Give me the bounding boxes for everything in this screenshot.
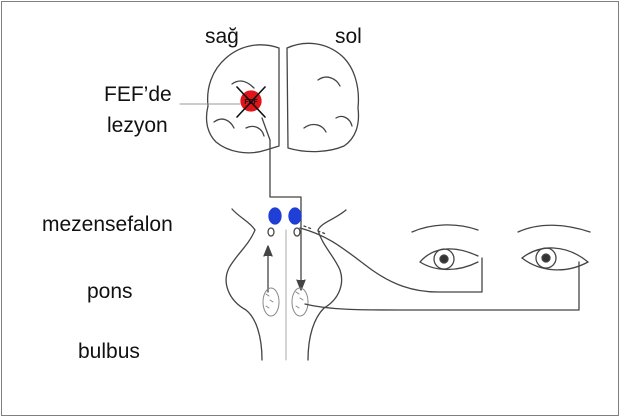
brainstem-outline-left — [225, 208, 263, 361]
right-eyebrow — [411, 224, 479, 233]
nerve-dash — [303, 225, 327, 235]
left-eye — [517, 224, 591, 271]
right-gyrus-3 — [245, 125, 265, 137]
left-gyrus-2 — [303, 123, 327, 133]
trochlear-small-left — [293, 227, 301, 237]
pontine-texture — [265, 291, 304, 309]
left-gyrus-1 — [317, 76, 341, 87]
lesion-cross-b — [236, 86, 266, 118]
fef-lesion-marker: FEF — [236, 86, 266, 118]
left-eyelid-upper — [521, 247, 589, 263]
fef-marker-text: FEF — [244, 99, 258, 106]
label-right-side: sağ — [205, 25, 239, 48]
pontine-center-right — [262, 287, 280, 317]
left-hemisphere — [286, 42, 360, 153]
label-medulla: bulbus — [78, 340, 140, 363]
brain-hemispheres — [205, 42, 360, 154]
right-iris — [433, 248, 455, 270]
ascending-arrowhead — [263, 245, 273, 257]
left-eyelid-lower — [521, 257, 589, 271]
label-left-side: sol — [335, 25, 362, 48]
pontine-gaze-centers — [262, 287, 309, 317]
trochlear-small-right — [267, 227, 275, 237]
right-hemisphere — [205, 44, 280, 154]
abducens-nerve — [304, 261, 580, 311]
right-pupil — [439, 254, 449, 264]
pathway-arrowhead — [296, 279, 306, 291]
left-gyrus-3 — [335, 115, 353, 127]
right-eyelid-lower — [419, 261, 479, 271]
left-iris — [535, 247, 557, 269]
oculomotor-nucleus-left — [288, 207, 302, 225]
label-pons: pons — [87, 280, 133, 303]
right-gyrus-2 — [213, 118, 235, 129]
cortical-pathway — [261, 117, 302, 287]
label-lesion-line1: FEF’de — [104, 83, 172, 106]
brainstem-outline-right — [307, 209, 347, 361]
oculomotor-nerve — [299, 227, 483, 293]
right-eye — [411, 224, 479, 271]
left-pupil — [541, 253, 551, 263]
label-lesion-line2: lezyon — [107, 114, 168, 137]
brainstem — [225, 208, 347, 361]
label-midbrain: mezensefalon — [42, 213, 173, 236]
right-gyrus-1 — [231, 80, 255, 89]
oculomotor-nucleus-right — [268, 207, 282, 225]
left-eyebrow — [517, 224, 591, 233]
pontine-center-left — [291, 287, 309, 317]
